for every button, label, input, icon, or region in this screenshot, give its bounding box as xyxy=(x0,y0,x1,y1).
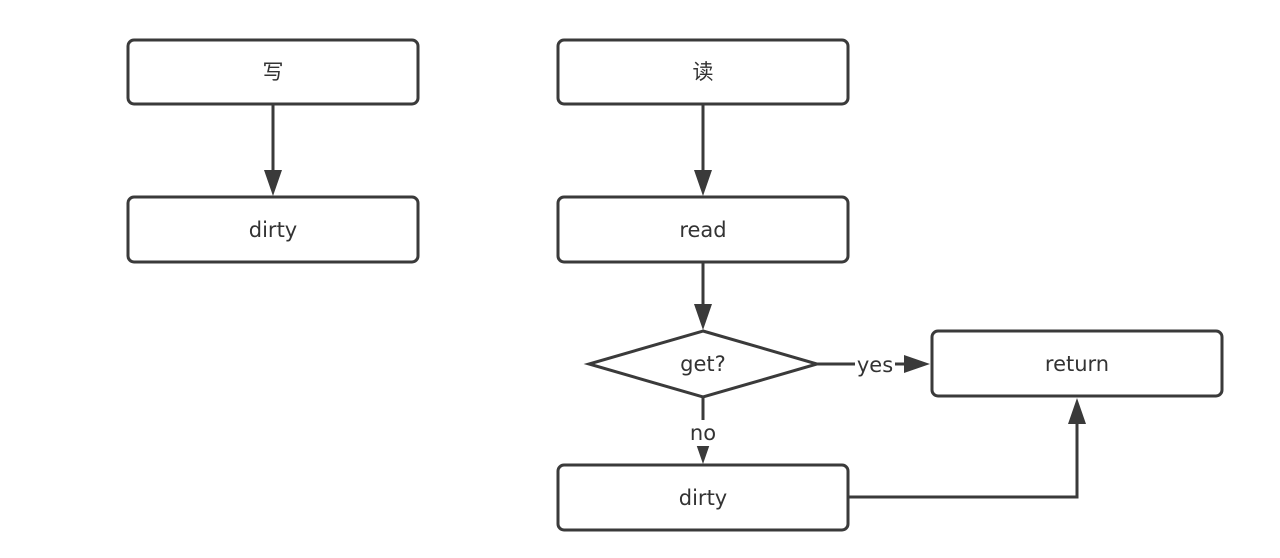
node-dirty-left: dirty xyxy=(126,195,420,264)
node-return-box xyxy=(930,329,1224,398)
edge-get-yes-arrowhead xyxy=(904,355,930,373)
edge-no-label: no xyxy=(690,421,716,445)
edge-yes-label-bg xyxy=(855,352,895,378)
edge-get-yes-to-return: yes xyxy=(817,352,930,378)
node-write-label: 写 xyxy=(263,60,284,84)
edge-read-to-get-arrowhead xyxy=(694,304,712,330)
edge-readcn-to-read xyxy=(694,104,712,196)
node-dirty-right: dirty xyxy=(556,463,850,532)
node-return: return xyxy=(930,329,1224,398)
edge-dirty-to-return xyxy=(848,398,1086,499)
node-dirty-right-label: dirty xyxy=(679,486,727,510)
node-dirty-left-box xyxy=(126,195,420,264)
edge-yes-label: yes xyxy=(857,353,893,377)
node-read: read xyxy=(556,195,850,264)
edge-dirty-to-return-arrowhead xyxy=(1068,398,1086,424)
node-return-label: return xyxy=(1045,352,1109,376)
node-get-label: get? xyxy=(680,352,726,376)
edge-write-to-dirty-arrowhead xyxy=(264,170,282,196)
node-read-cn-label: 读 xyxy=(693,60,714,84)
edge-dirty-to-return-line xyxy=(848,422,1079,499)
node-get: get? xyxy=(583,329,823,399)
edge-read-to-get xyxy=(694,262,712,330)
edge-no-label-bg xyxy=(685,420,721,446)
edge-write-to-dirty xyxy=(264,104,282,196)
edge-get-no-to-dirty: no xyxy=(685,397,721,464)
node-read-cn: 读 xyxy=(556,38,850,106)
node-read-label: read xyxy=(679,218,726,242)
node-write: 写 xyxy=(126,38,420,106)
node-dirty-left-label: dirty xyxy=(249,218,297,242)
edge-readcn-to-read-arrowhead xyxy=(694,170,712,196)
